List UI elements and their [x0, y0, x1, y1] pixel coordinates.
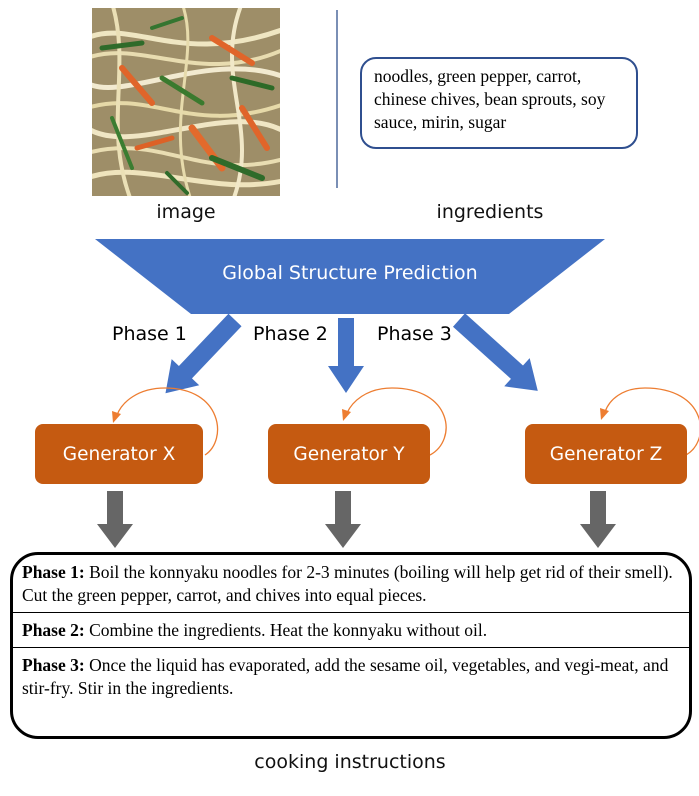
ingredients-box: noodles, green pepper, carrot, chinese c…: [360, 57, 638, 149]
input-divider: [336, 10, 338, 188]
instruction-phase-1-text: Boil the konnyaku noodles for 2-3 minute…: [22, 562, 673, 605]
image-caption: image: [156, 201, 216, 223]
generator-x-self-loop: [116, 387, 219, 456]
phase-1-arrow: [165, 313, 242, 394]
food-photo: [92, 8, 280, 196]
ingredients-caption: ingredients: [436, 201, 544, 223]
loop-arrowhead-y: [342, 409, 351, 421]
generator-z-down-arrow: [580, 491, 616, 548]
generator-x-down-arrow: [97, 491, 133, 548]
pipeline-graphics: [95, 239, 699, 548]
phase-2-arrow: [328, 318, 364, 393]
generator-y-down-arrow: [325, 491, 361, 548]
instruction-phase-2: Phase 2: Combine the ingredients. Heat t…: [13, 613, 689, 648]
cooking-instructions-caption: cooking instructions: [254, 751, 446, 773]
instruction-phase-2-text: Combine the ingredients. Heat the konnya…: [84, 620, 488, 640]
cooking-instructions-box: Phase 1: Boil the konnyaku noodles for 2…: [10, 552, 692, 739]
global-structure-label: Global Structure Prediction: [222, 262, 478, 284]
instruction-phase-2-label: Phase 2:: [22, 620, 85, 640]
generator-z-self-loop: [604, 387, 699, 456]
generator-y-box: Generator Y: [268, 424, 430, 484]
instruction-phase-1-label: Phase 1:: [22, 562, 85, 582]
phase-1-label: Phase 1: [112, 323, 187, 345]
phase-3-label: Phase 3: [377, 323, 452, 345]
instruction-phase-3-text: Once the liquid has evaporated, add the …: [22, 655, 669, 698]
loop-arrowhead-z: [600, 408, 609, 420]
instruction-phase-3: Phase 3: Once the liquid has evaporated,…: [13, 648, 689, 705]
instruction-phase-3-label: Phase 3:: [22, 655, 85, 675]
generator-x-box: Generator X: [35, 424, 203, 484]
instruction-phase-1: Phase 1: Boil the konnyaku noodles for 2…: [13, 555, 689, 613]
phase-2-label: Phase 2: [253, 323, 328, 345]
phase-3-arrow: [452, 313, 538, 391]
generator-y-self-loop: [346, 387, 447, 456]
generator-z-box: Generator Z: [525, 424, 687, 484]
global-structure-prediction-shape: [95, 239, 605, 314]
loop-arrowhead-x: [112, 411, 121, 423]
stir-fried-noodles-image: [92, 8, 280, 196]
